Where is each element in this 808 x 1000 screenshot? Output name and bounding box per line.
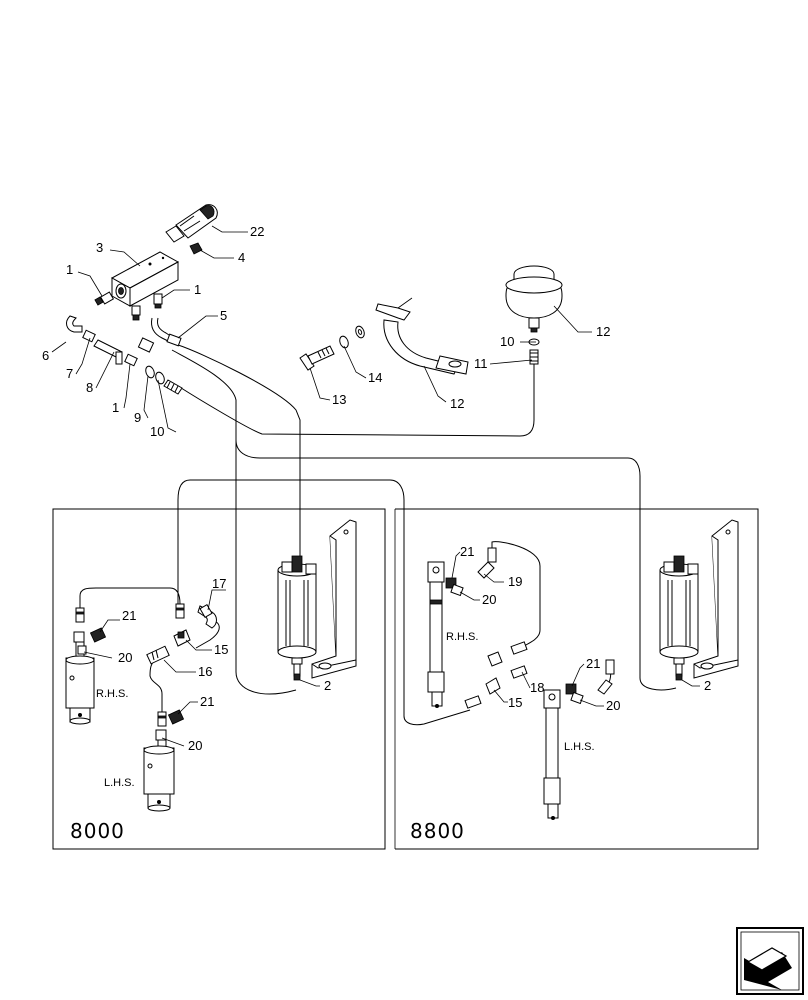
lhs-label-8000: L.H.S. [104,777,135,789]
panel-8800: 8800 R.H.S. [394,508,759,850]
panel-8000-frame [52,508,386,850]
fitting-1 [94,291,115,306]
panel-8000-title: 8000 [70,819,125,843]
lhs-cylinder-8800 [543,689,561,820]
fitting-nut [137,337,155,353]
washer-9 [145,365,155,379]
fitting-rhs-mid [510,641,528,655]
callout-22: 22 [250,224,264,239]
callout-21-8000-rhs: 21 [122,608,136,623]
lhs-label-8800: L.H.S. [564,741,595,753]
callout-18: 18 [530,680,544,695]
fitting-20-lhs-8800 [570,691,584,705]
fitting-20-rhs-8800 [450,583,464,597]
bolt-13 [299,345,335,371]
tee-15-8800 [485,651,503,695]
callout-21-8000-lhs: 21 [200,694,214,709]
main-cylinder-right [659,519,739,681]
callout-1-right: 1 [194,282,201,297]
callout-4: 4 [238,250,245,265]
tee-8 [93,339,123,365]
callout-20-8800-lhs: 20 [606,698,620,713]
bracket-12 [375,297,469,375]
fitting-1-upper [153,293,163,309]
main-cylinder-left [277,519,357,681]
valve-block-3 [110,251,180,307]
callout-9: 9 [134,410,141,425]
connector-22 [165,204,218,243]
fitting-18 [510,665,528,679]
spring-fitting [163,379,183,395]
rhs-label-8800: R.H.S. [446,631,478,643]
callout-1-bottom: 1 [112,400,119,415]
callout-20-8000-rhs: 20 [118,650,132,665]
rhs-cylinder-8800 [427,561,445,708]
fitting-upper-center [175,603,185,619]
callout-5: 5 [220,308,227,323]
elbow-17 [197,603,217,629]
callout-20-8800-rhs: 20 [482,592,496,607]
fitting-21-lhs-8800 [565,683,577,695]
fitting-21-rhs-8000 [89,627,107,643]
callout-12-bracket: 12 [450,396,464,411]
callout-14: 14 [368,370,382,385]
plug-4 [189,242,203,255]
callout-20-8000-lhs: 20 [188,738,202,753]
callout-11: 11 [474,356,488,371]
callout-1-top: 1 [66,262,73,277]
fitting-21-rhs-8800 [445,577,457,589]
elbow-6 [66,315,83,333]
callout-13: 13 [332,392,346,407]
callout-3: 3 [96,240,103,255]
next-page-arrow-icon[interactable] [736,927,804,995]
callout-21-8800-rhs: 21 [460,544,474,559]
hose-16 [146,645,170,665]
fitting-under-block [131,305,141,321]
callout-6: 6 [42,348,49,363]
panel-8000: 8000 R.H.S. [52,508,386,850]
panel-8800-frame [395,508,759,850]
callout-15-8000: 15 [214,642,228,657]
callout-7: 7 [66,366,73,381]
accumulator-12 [505,265,563,365]
callout-12-accumulator: 12 [596,324,610,339]
callout-17: 17 [212,576,226,591]
valve-assembly [66,204,218,395]
elbow-lhs-8800 [597,659,615,695]
fitting-18-lower [464,695,482,709]
rhs-cylinder-8000 [65,607,95,725]
callout-19: 19 [508,574,522,589]
callout-8: 8 [86,380,93,395]
callout-10-right: 10 [500,334,514,349]
callout-2-right: 2 [704,678,711,693]
panel-8800-title: 8800 [410,819,465,843]
spring-11 [529,349,539,365]
tee-15-8000 [173,629,191,647]
callout-15-8800: 15 [508,695,522,710]
fitting-7 [82,329,96,343]
rhs-label-8000: R.H.S. [96,688,128,700]
seal-10 [155,371,165,385]
lhs-cylinder-8000 [143,711,175,812]
fitting-1-lower [124,353,138,367]
callout-10-left: 10 [150,424,164,439]
callout-2-left: 2 [324,678,331,693]
fitting-21-lhs-8000 [167,709,185,725]
callout-numbers: 22 3 4 1 1 5 6 7 8 1 9 10 10 11 12 12 13… [42,224,711,753]
elbow-19 [477,547,497,579]
callout-21-8800-lhs: 21 [586,656,600,671]
hose-end-5 [151,317,182,347]
callout-16: 16 [198,664,212,679]
leader-lines [51,225,700,747]
washer-14 [339,325,365,349]
fitting-20-rhs-8000 [77,645,87,655]
